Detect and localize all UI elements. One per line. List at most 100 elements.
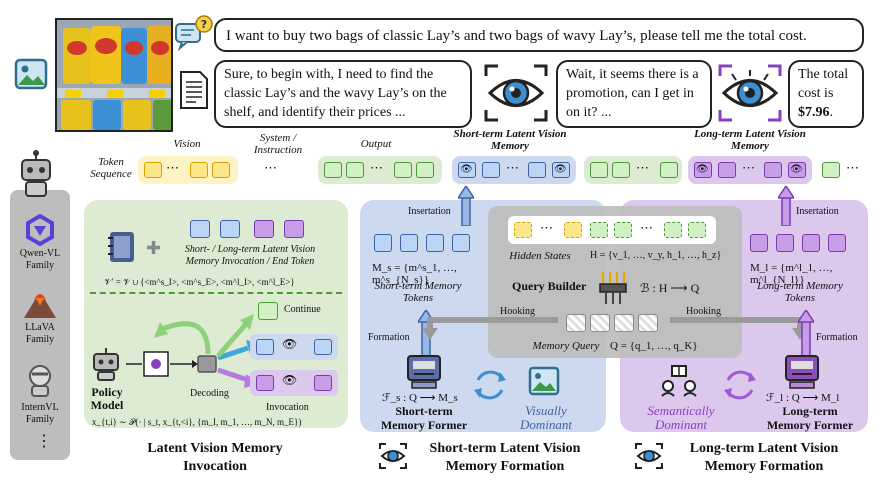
hooking-label-left: Hooking [500,306,535,317]
output-token [416,162,434,178]
output-token [590,162,608,178]
hidden-vision-token [564,222,582,238]
short-term-memory-label: Short-term Latent Vision Memory [453,128,567,152]
memory-query-token [614,314,634,332]
hidden-states-label: Hidden States [509,250,571,262]
output-token [612,162,630,178]
long-memory-token [764,162,782,178]
formation-label-long: Formation [816,332,858,343]
output-token [324,162,342,178]
vision-token [212,162,230,178]
short-memory-token [482,162,500,178]
short-memory-token [452,234,470,252]
answer-bubble-1: Sure, to begin with, I need to find the … [214,60,472,128]
invocation-title: Latent Vision Memory Invocation [147,441,283,474]
question-chat-icon: ? [174,14,214,56]
short-former-label: Short-term Memory Former [380,404,468,432]
formation-arrow-long [796,308,816,360]
short-term-eye-icon [378,442,408,474]
short-memory-tokens-label: Short-term Memory Tokens [374,280,462,304]
long-term-eye-icon [634,442,664,474]
notebook-icon [106,230,136,268]
long-end-token [314,375,332,391]
policy-formula: x_{t,i} ∼ 𝒫(· | s_t, x_{t,<i}, {m_I, m_1… [92,417,302,427]
output-label: Output [360,138,392,150]
image-icon [14,58,48,94]
qwen-logo-icon [24,213,56,250]
cycle-icon-short [470,366,510,408]
tail-ellipsis: ⋯ [846,160,859,175]
long-ellipsis: ⋯ [742,160,755,175]
eye-icon: 👁 [282,373,298,387]
long-memory-token [776,234,794,252]
short-term-title: Short-term Latent Vision Memory Formatio… [429,441,581,474]
llava-logo-icon [22,290,58,324]
long-invocation-token [694,162,712,178]
memory-query-formula: Q = {q_1, …, q_K} [610,340,698,352]
long-former-formula: ℱ_l : Q ⟶ M_l [766,392,840,404]
decoding-label: Decoding [190,388,229,399]
long-former-icon [782,354,822,394]
ml-formula: M_l = {m^l_1, …, m^l_{N_l}} [750,262,833,286]
image-icon [528,366,560,400]
long-end-token [284,220,304,238]
answer-total-value: $7.96 [798,105,830,120]
formation-label-short: Formation [368,332,410,343]
query-builder-icon [598,270,628,310]
system-ellipsis: ⋯ [264,160,277,175]
vision-token [190,162,208,178]
output-token [660,162,678,178]
eye-icon: 👁 [696,164,709,175]
answer-text-1: Sure, to begin with, I need to find the … [224,67,447,120]
short-term-eye-icon [482,62,550,128]
hidden-text-token [590,222,608,238]
short-invocation-token [256,339,274,355]
insertation-label-short: Insertation [408,206,451,217]
insert-arrow-short [456,184,476,230]
short-end-token [220,220,240,238]
hooking-label-right: Hooking [686,306,721,317]
continue-label: Continue [284,304,321,315]
invocation-label: Invocation [266,402,309,413]
long-term-memory-label: Long-term Latent Vision Memory [694,128,806,152]
long-end-token [788,162,806,178]
hidden-ellipsis-2: ⋯ [640,220,653,235]
hidden-vision-token [514,222,532,238]
robot-icon [16,150,56,202]
robot-policy-icon [88,346,124,386]
short-invocation-token [458,162,476,178]
book-reader-icon [660,364,698,402]
answer-bubble-2: Wait, it seems there is a promotion, can… [556,60,712,128]
token-note: Short- / Long-term Latent Vision Memory … [184,244,316,267]
token-sequence-label: Token Sequence [90,156,132,180]
insertation-label-long: Insertation [796,206,839,217]
hidden-states-formula: H = {v_1, …, v_y, h_1, …, h_z} [590,250,722,261]
visually-dominant-label: Visually Dominant [520,403,572,432]
more-models-ellipsis: ⋮ [36,431,52,450]
llava-family-label: LLaVA Family [25,322,55,345]
answer-text-3: The total cost is [798,67,849,101]
plus-icon: ✚ [146,238,162,259]
output-token [346,162,364,178]
continue-token [258,302,278,320]
internvl-family-label: InternVL Family [21,402,59,425]
long-memory-tokens-label: Long-term Memory Tokens [757,280,843,304]
memory-query-token [590,314,610,332]
input-photo [55,18,173,132]
short-former-formula: ℱ_s : Q ⟶ M_s [382,392,458,404]
answer-text-2: Wait, it seems there is a promotion, can… [566,67,699,120]
hidden-ellipsis: ⋯ [540,220,553,235]
cycle-icon-long [720,366,760,408]
short-memory-token [374,234,392,252]
short-end-token [552,162,570,178]
short-ellipsis: ⋯ [506,160,519,175]
builder-formula: ℬ : H ⟶ Q [640,281,700,295]
short-end-token [314,339,332,355]
ms-formula: M_s = {m^s_1, …, m^s_{N_s}} [372,262,457,286]
policy-model-label: Policy Model [90,385,124,412]
vision-ellipsis: ⋯ [166,160,179,175]
vocab-formula: 𝒱′ = 𝒱 ∪ {<m^s_I>, <m^s_E>, <m^l_I>, <m^… [104,277,295,287]
hidden-text-token [664,222,682,238]
eye-icon: 👁 [282,337,298,351]
output-ellipsis: ⋯ [370,160,383,175]
